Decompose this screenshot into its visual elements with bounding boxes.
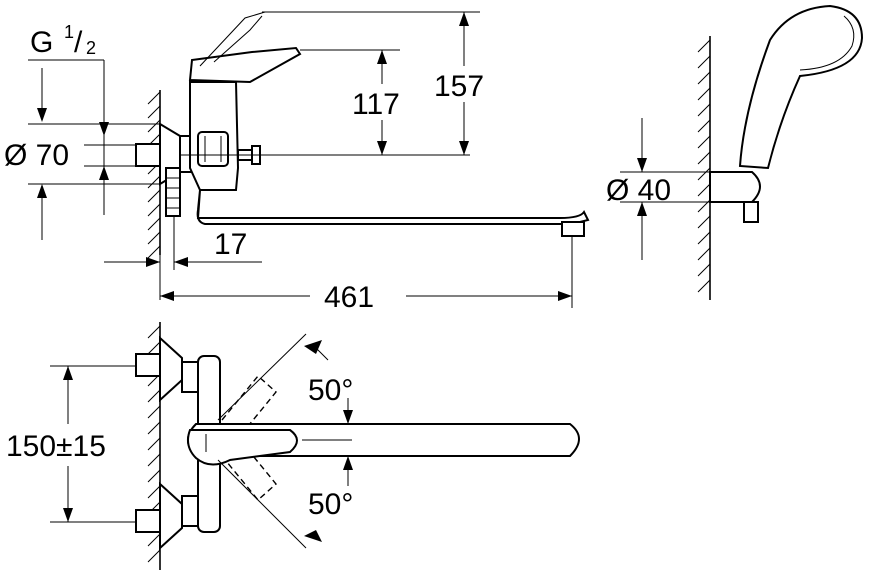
shower-holder — [709, 171, 761, 203]
dimension-angle-top: 50° — [217, 333, 353, 441]
dia-70-label: Ø 70 — [4, 139, 69, 172]
lever-handle — [188, 46, 302, 84]
thread-numerator: 1 — [64, 22, 74, 42]
escutcheon-lower — [159, 481, 183, 551]
hose-connector — [743, 201, 759, 223]
inlet-lower-pipe — [135, 509, 161, 533]
dimension-dia-70: Ø 70 — [4, 123, 160, 240]
dimension-angle-bottom: 50° — [217, 456, 353, 549]
aerator — [561, 221, 585, 237]
valve-block — [197, 131, 229, 167]
dimension-thread: G 1 / 2 — [28, 22, 109, 215]
dimension-dia-40: Ø 40 — [606, 118, 710, 260]
spout — [196, 189, 590, 225]
escutcheon-upper — [159, 335, 183, 403]
angle-top-label: 50° — [308, 374, 353, 407]
lever-raised-outline — [199, 11, 266, 67]
inlet-pipe — [135, 143, 161, 167]
dimension-117: 117 — [300, 49, 420, 155]
nut-upper — [181, 361, 199, 393]
svg-text:/: / — [74, 26, 83, 59]
dimension-157: 157 — [262, 11, 498, 155]
thread-label-g: G — [30, 26, 53, 59]
shower-outlet — [165, 167, 181, 217]
angle-bottom-label: 50° — [308, 488, 353, 521]
hand-shower-view — [697, 4, 864, 300]
faucet-top-view — [135, 322, 580, 570]
top-view-lever — [187, 429, 298, 466]
thread-denominator: 2 — [86, 38, 96, 58]
nut-lower — [181, 495, 199, 527]
dimension-461: 461 — [160, 236, 573, 314]
center-distance-label: 150±15 — [6, 430, 106, 463]
length-461-label: 461 — [324, 281, 374, 314]
hand-shower — [738, 4, 864, 170]
faucet-side-view — [135, 11, 590, 259]
wall-hatching-right — [697, 39, 711, 293]
height-117-label: 117 — [352, 88, 400, 121]
wall-hatching — [147, 91, 161, 259]
dia-40-label: Ø 40 — [606, 174, 671, 207]
height-157-label: 157 — [434, 70, 484, 103]
inlet-upper-pipe — [135, 353, 161, 377]
dimension-17: 17 — [104, 216, 262, 300]
offset-17-label: 17 — [214, 228, 247, 261]
dimension-150: 150±15 — [6, 365, 136, 523]
